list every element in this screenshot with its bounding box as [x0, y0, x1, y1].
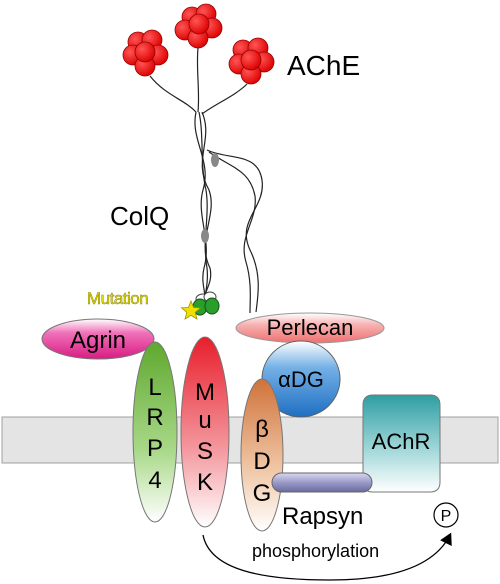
ache-cluster-left [122, 29, 169, 77]
beta-dg-letter: G [253, 480, 272, 507]
musk-label: M u S K [195, 379, 215, 496]
beta-dg-letter: D [253, 448, 270, 475]
musk-shape [180, 336, 230, 528]
ache-cluster-right [228, 37, 275, 85]
colq-knot-lower [201, 229, 209, 243]
lrp4-letter: L [148, 374, 161, 401]
colq-knot-upper [211, 153, 219, 167]
ache-cluster-top [174, 3, 223, 49]
agrin-shape [41, 318, 155, 360]
achr-label: AChR [372, 429, 431, 454]
colq-strands [149, 47, 263, 314]
musk-letter: u [198, 407, 211, 434]
beta-dg-label: β D G [253, 416, 272, 507]
phosphorylation-arrow [202, 532, 452, 581]
lrp4-label: L R P 4 [146, 374, 163, 494]
musk-letter: S [197, 438, 213, 465]
lrp4-letter: 4 [148, 467, 161, 494]
ache-label: AChE [287, 50, 360, 81]
rapsyn-label: Rapsyn [282, 503, 363, 530]
phosphate-icon [433, 502, 459, 528]
beta-dg-shape [240, 378, 284, 532]
alpha-dg-label: αDG [278, 367, 324, 392]
phosphate-label: P [441, 508, 452, 525]
rapsyn-shape [271, 472, 373, 493]
lrp4-letter: R [146, 404, 163, 431]
lrp4-shape [132, 341, 178, 523]
mutation-label: Mutation [87, 289, 148, 308]
beta-dg-letter: β [255, 416, 269, 443]
colq-binding-domain [192, 291, 220, 316]
phosphorylation-label: phosphorylation [252, 541, 379, 561]
colq-label: ColQ [110, 201, 169, 231]
musk-letter: K [197, 469, 213, 496]
perlecan-label: Perlecan [267, 315, 354, 340]
musk-letter: M [195, 379, 215, 406]
lrp4-letter: P [147, 435, 163, 462]
mutation-star-icon [180, 299, 202, 320]
agrin-label: Agrin [70, 327, 126, 354]
